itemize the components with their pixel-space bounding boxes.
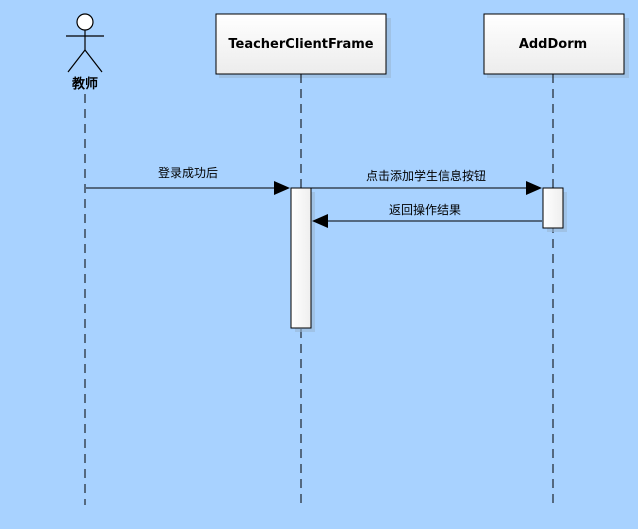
lifeline-head-teacher-client-frame[interactable]: TeacherClientFrame — [215, 13, 391, 78]
activation-bar-add-dorm[interactable] — [542, 187, 567, 232]
actor-teacher[interactable]: 教师 — [66, 13, 104, 92]
arrowhead-filled-icon — [274, 181, 290, 195]
arrowhead-filled-icon — [526, 181, 542, 195]
actor-stick-figure-icon — [66, 13, 104, 73]
message-login-success[interactable]: 登录成功后 — [86, 165, 290, 195]
message-label: 登录成功后 — [158, 165, 218, 180]
activation-bar-teacher-client-frame[interactable] — [290, 187, 315, 332]
lifeline-label: TeacherClientFrame — [228, 37, 373, 52]
message-return-result[interactable]: 返回操作结果 — [312, 202, 542, 228]
actor-label: 教师 — [71, 76, 98, 92]
message-click-add-student-button[interactable]: 点击添加学生信息按钮 — [311, 168, 542, 195]
lifeline-head-add-dorm[interactable]: AddDorm — [483, 13, 629, 78]
message-label: 返回操作结果 — [389, 202, 461, 217]
lifeline-label: AddDorm — [519, 37, 587, 52]
arrowhead-filled-icon — [312, 214, 328, 228]
message-label: 点击添加学生信息按钮 — [366, 168, 486, 183]
